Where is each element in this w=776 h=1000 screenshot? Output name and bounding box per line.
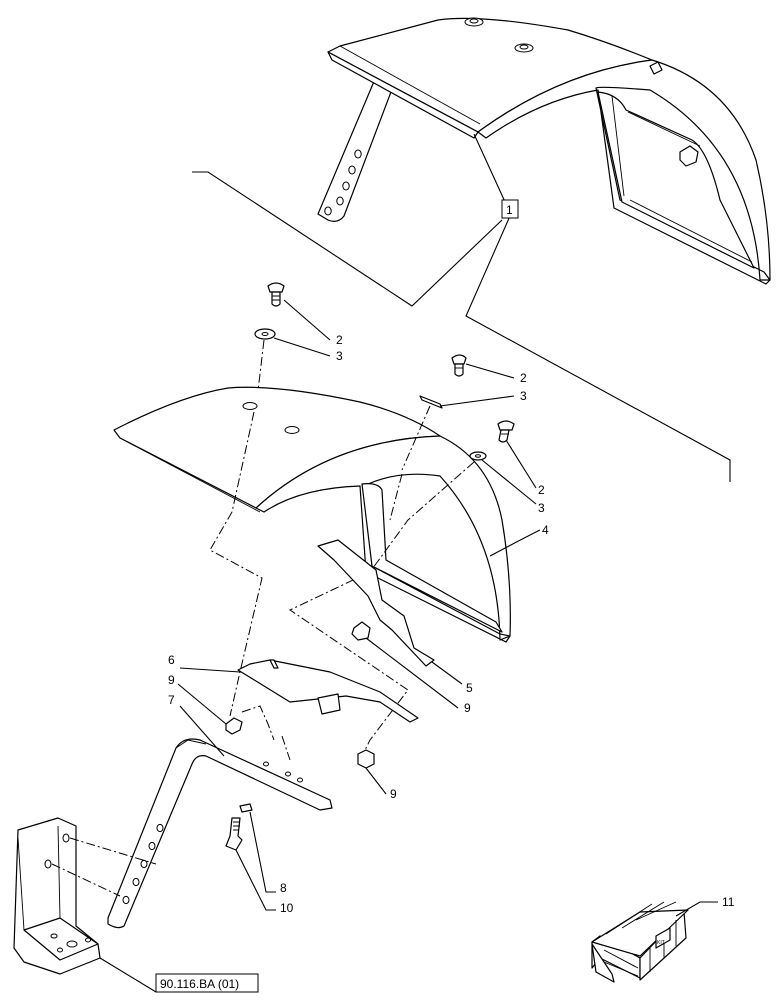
callout-3-right-1: 3 [520,389,527,403]
bolt-washer-set-right-2: 2 3 [469,420,545,515]
kit-crate-11: KIT 11 [591,895,735,983]
callout-8: 8 [280,881,287,895]
callout-5: 5 [466,681,473,695]
assembled-fender-support-arm [317,71,395,222]
callout-2-upper: 2 [336,333,343,347]
callout-7: 7 [168,693,175,707]
mounting-bracket-base [23,917,99,961]
arm-7-body [107,738,333,929]
callout-11: 11 [722,895,735,909]
bolt-2-upper-head [267,282,285,293]
plate-5-body [317,539,435,667]
callout-2-right-2: 2 [538,483,545,497]
arm-7-holes [122,761,303,905]
assembled-fender-assembly [317,17,771,285]
callout-9-bottom: 9 [390,787,397,801]
support-arm-part-7: 7 [107,693,333,929]
assembly-dash-lines [209,411,475,761]
mounting-bracket: 90.116.BA (01) [13,817,259,993]
washer-3-right-1 [419,395,443,409]
callout-1: 1 [506,203,513,217]
callout-9-plate: 9 [464,701,471,715]
bolt-washer-set-right-1: 2 3 [401,354,527,471]
plate-part-5: 5 9 [317,539,473,715]
nut-9-left: 9 [168,673,243,735]
reference-label: 90.116.BA (01) [160,977,239,991]
fender-4-shell [255,435,511,643]
assembled-arm-holes [324,149,362,216]
bracket-6-block [317,693,341,715]
crate-mark: KIT [657,940,665,946]
reference-box [155,973,259,993]
bolt-10 [225,817,243,851]
bracket-part-6: 6 [168,653,419,723]
nut-9-plate [351,621,371,641]
callout-3-right-2: 3 [538,501,545,515]
callout-1-group: 1 [192,133,731,482]
washer-8 [239,803,253,813]
assembled-fender-outer-shell [477,59,771,285]
fender-4-hole-2 [284,426,300,434]
assembled-fender-front-rim [327,51,479,139]
fender-4-inner-arch [361,483,503,633]
assembled-fender-inner-arch [597,91,755,269]
callout-6: 6 [168,653,175,667]
bolt-10-washer-8: 8 10 [225,803,294,915]
callout-4: 4 [542,523,549,537]
fender-part-4: 4 [113,386,549,643]
nut-9-bottom: 9 [357,749,397,801]
callout-1-box [501,199,519,219]
callout-2-right-1: 2 [520,371,527,385]
callout-9-left: 9 [168,673,175,687]
assembled-bracket-nut [679,145,699,167]
callout-3-upper: 3 [336,349,343,363]
fender-4-hole-1 [242,402,258,410]
callout-10: 10 [280,901,294,915]
bolt-2-upper-shank [271,291,281,307]
bolt-washer-set-upper: 2 3 [254,282,343,409]
